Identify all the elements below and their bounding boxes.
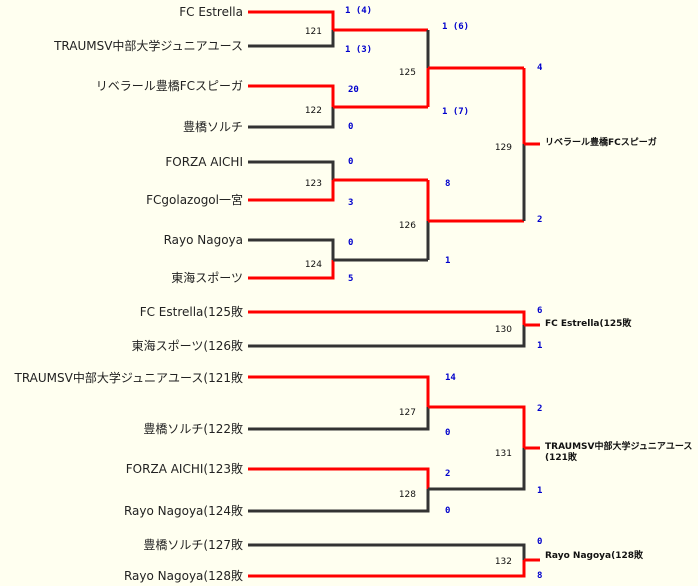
match-125-lines bbox=[426, 30, 524, 107]
score-132-bottom: 8 bbox=[537, 571, 543, 581]
score-130-bottom: 1 bbox=[537, 341, 543, 351]
team-rayo-nagoya-128: Rayo Nagoya(128敗 bbox=[123, 569, 243, 583]
match-number-125: 125 bbox=[398, 68, 416, 78]
winner-129: リベラール豊橋FCスピーガ bbox=[545, 138, 657, 148]
team-forza-aichi-123: FORZA AICHI(123敗 bbox=[125, 462, 243, 476]
team-tokai-sports-126: 東海スポーツ(126敗 bbox=[131, 339, 243, 353]
winner-130: FC Estrella(125敗 bbox=[545, 319, 632, 329]
score-127-bottom: 0 bbox=[445, 428, 451, 438]
match-123-lines bbox=[248, 160, 428, 202]
match-number-132: 132 bbox=[494, 557, 512, 567]
score-121-top: 1 (4) bbox=[345, 6, 373, 16]
team-toyohashi-soluchi: 豊橋ソルチ bbox=[182, 120, 243, 134]
match-126-lines bbox=[426, 180, 524, 260]
team-fc-estrella-125: FC Estrella(125敗 bbox=[139, 305, 243, 319]
score-122-top: 20 bbox=[348, 85, 359, 95]
score-129-bottom: 2 bbox=[537, 215, 543, 225]
score-129-top: 4 bbox=[537, 63, 543, 73]
team-traumsv-121: TRAUMSV中部大学ジュニアユース(121敗 bbox=[14, 371, 243, 385]
score-126-top: 8 bbox=[445, 179, 451, 189]
score-130-top: 6 bbox=[537, 306, 543, 316]
team-rayo-nagoya: Rayo Nagoya bbox=[163, 233, 243, 247]
score-122-bottom: 0 bbox=[348, 122, 354, 132]
score-124-top: 0 bbox=[348, 238, 354, 248]
match-124-lines bbox=[248, 238, 428, 280]
team-toyohashi-soluchi-127: 豊橋ソルチ(127敗 bbox=[143, 538, 243, 552]
score-121-bottom: 1 (3) bbox=[345, 45, 373, 55]
match-number-128: 128 bbox=[398, 490, 416, 500]
match-122-lines bbox=[248, 84, 428, 129]
match-129-lines bbox=[522, 68, 540, 221]
score-125-bottom: 1 (7) bbox=[442, 107, 470, 117]
score-132-top: 0 bbox=[537, 537, 543, 547]
score-127-top: 14 bbox=[445, 373, 456, 383]
match-number-123: 123 bbox=[304, 179, 322, 189]
match-130-lines bbox=[248, 310, 540, 348]
score-123-bottom: 3 bbox=[348, 198, 354, 208]
match-128-lines bbox=[248, 467, 430, 513]
team-rayo-nagoya-124: Rayo Nagoya(124敗 bbox=[123, 504, 243, 518]
match-number-124: 124 bbox=[304, 260, 322, 270]
team-tokai-sports: 東海スポーツ bbox=[171, 271, 243, 285]
team-forza-aichi: FORZA AICHI bbox=[165, 155, 243, 169]
team-liberal-toyohashi: リベラール豊橋FCスピーガ bbox=[95, 79, 243, 93]
score-124-bottom: 5 bbox=[348, 274, 354, 284]
team-fc-estrella: FC Estrella bbox=[179, 5, 243, 19]
match-131-lines bbox=[428, 405, 540, 491]
score-131-top: 2 bbox=[537, 404, 543, 414]
winner-131: TRAUMSV中部大学ジュニアユース(121敗 bbox=[545, 442, 693, 463]
score-131-bottom: 1 bbox=[537, 486, 543, 496]
team-toyohashi-soluchi-122: 豊橋ソルチ(122敗 bbox=[143, 422, 243, 436]
team-fcgolazogol: FCgolazogol一宮 bbox=[146, 193, 243, 207]
match-number-126: 126 bbox=[398, 221, 416, 231]
match-127-lines bbox=[248, 375, 430, 431]
match-number-129: 129 bbox=[494, 143, 512, 153]
match-number-127: 127 bbox=[398, 408, 416, 418]
match-number-121: 121 bbox=[304, 27, 322, 37]
score-128-top: 2 bbox=[445, 469, 451, 479]
winner-132: Rayo Nagoya(128敗 bbox=[545, 551, 643, 561]
score-125-top: 1 (6) bbox=[442, 22, 470, 32]
score-128-bottom: 0 bbox=[445, 506, 451, 516]
score-126-bottom: 1 bbox=[445, 256, 451, 266]
team-traumsv: TRAUMSV中部大学ジュニアユース bbox=[54, 39, 243, 53]
match-number-130: 130 bbox=[494, 325, 512, 335]
match-121-lines bbox=[248, 10, 428, 48]
match-132-lines bbox=[248, 543, 540, 578]
match-number-131: 131 bbox=[494, 449, 512, 459]
match-number-122: 122 bbox=[304, 106, 322, 116]
score-123-top: 0 bbox=[348, 157, 354, 167]
